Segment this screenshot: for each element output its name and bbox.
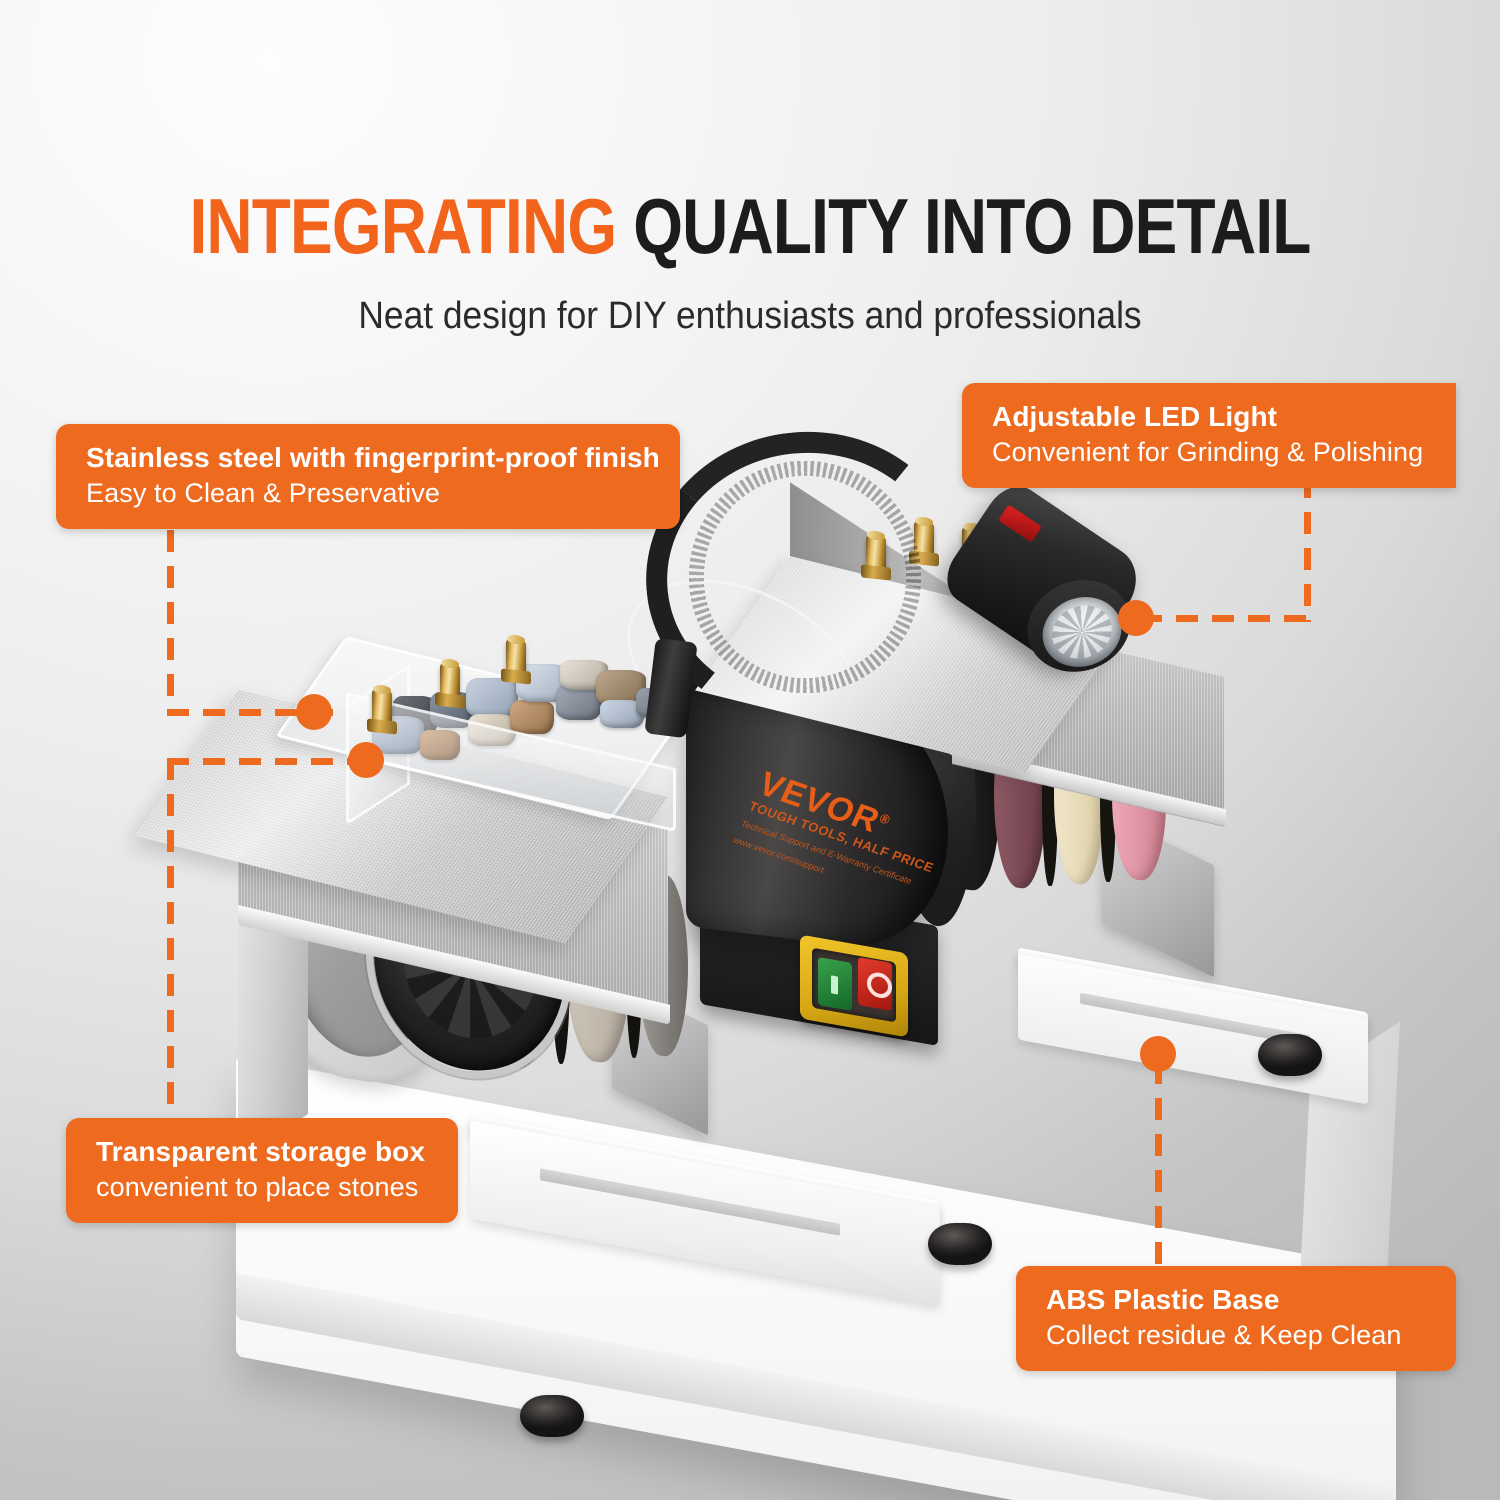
- stone-blue-2: [466, 678, 518, 718]
- callout-storage-box-subtitle: convenient to place stones: [96, 1172, 419, 1202]
- power-on-button[interactable]: [818, 957, 852, 1011]
- callout-abs-base-title: ABS Plastic Base: [1046, 1284, 1280, 1315]
- brass-thumbscrew-l1[interactable]: [372, 688, 392, 726]
- brass-thumbscrew-l3[interactable]: [506, 638, 526, 676]
- stone-gray-2: [556, 684, 602, 720]
- connector-led-vertical: [1304, 476, 1311, 622]
- connector-dot-storage-box: [348, 742, 384, 778]
- residue-tray-right: [1018, 953, 1368, 1105]
- callout-stainless-steel-title: Stainless steel with fingerprint-proof f…: [86, 442, 660, 473]
- callout-stainless-steel: Stainless steel with fingerprint-proof f…: [56, 424, 680, 529]
- callout-abs-base-subtitle: Collect residue & Keep Clean: [1046, 1320, 1402, 1350]
- power-on-icon: [831, 975, 838, 995]
- callout-led-light-subtitle: Convenient for Grinding & Polishing: [992, 437, 1424, 467]
- callout-led-light: Adjustable LED Light Convenient for Grin…: [962, 383, 1456, 488]
- stone-tan-2: [510, 700, 554, 734]
- stone-tan-1: [420, 730, 460, 760]
- connector-abs-vertical: [1155, 1062, 1162, 1274]
- connector-storagebox-horizontal: [167, 758, 361, 765]
- brass-thumbscrew-l2[interactable]: [440, 662, 460, 700]
- rubber-foot-front-left: [520, 1395, 584, 1437]
- connector-steel-horizontal: [167, 709, 335, 716]
- page-title-highlight: INTEGRATING: [189, 182, 617, 270]
- connector-storagebox-vertical: [167, 758, 174, 1126]
- rubber-foot-rear-right: [1258, 1034, 1322, 1076]
- connector-dot-stainless-cover: [296, 694, 332, 730]
- power-off-icon: [867, 970, 892, 1000]
- connector-dot-abs-base: [1140, 1036, 1176, 1072]
- connector-led-horizontal: [1140, 615, 1310, 622]
- callout-led-light-title: Adjustable LED Light: [992, 401, 1278, 432]
- callout-stainless-steel-subtitle: Easy to Clean & Preservative: [86, 478, 440, 508]
- connector-dot-led: [1118, 600, 1154, 636]
- callout-abs-base: ABS Plastic Base Collect residue & Keep …: [1016, 1266, 1456, 1371]
- connector-steel-vertical-long: [167, 530, 174, 716]
- page-title-rest: QUALITY INTO DETAIL: [633, 182, 1311, 270]
- callout-storage-box: Transparent storage box convenient to pl…: [66, 1118, 458, 1223]
- callout-storage-box-title: Transparent storage box: [96, 1136, 426, 1167]
- stone-cream-1: [468, 714, 516, 746]
- rubber-foot-front-right: [928, 1223, 992, 1265]
- page-title: INTEGRATING QUALITY INTO DETAIL: [135, 183, 1365, 269]
- page-subtitle: Neat design for DIY enthusiasts and prof…: [358, 295, 1142, 337]
- power-off-button[interactable]: [858, 957, 892, 1011]
